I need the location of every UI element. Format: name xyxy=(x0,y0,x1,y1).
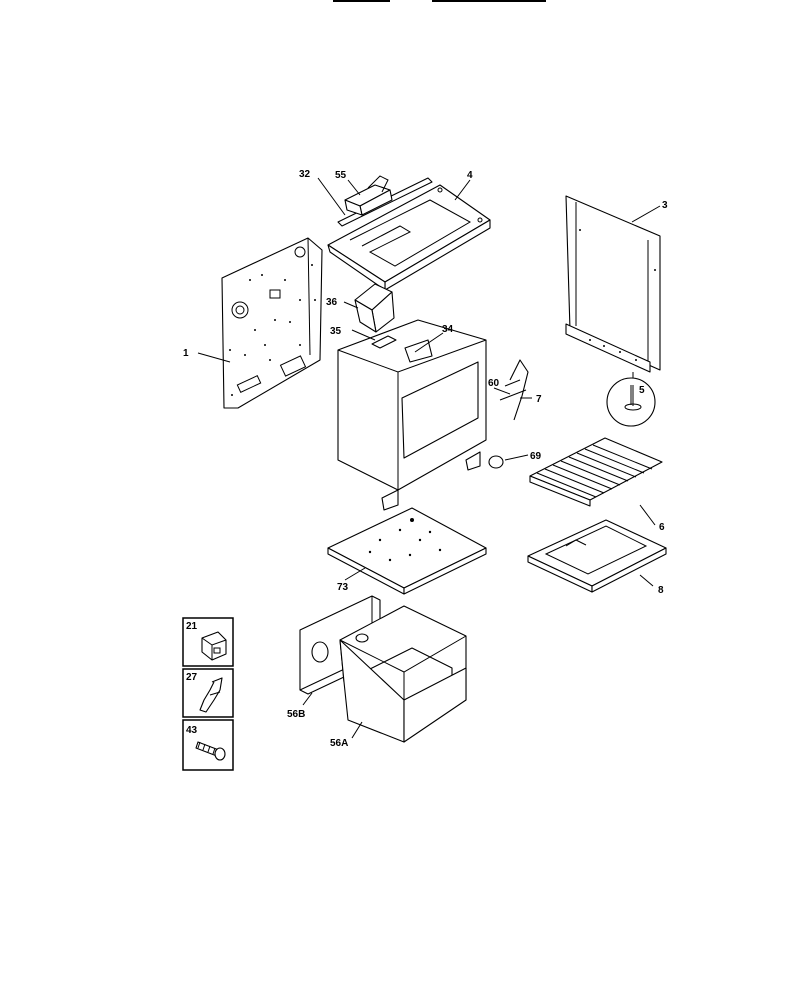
callout-56b: 56B xyxy=(287,709,305,720)
leader-56a xyxy=(351,721,363,739)
leader-60 xyxy=(493,387,511,395)
part-55-vent-duct xyxy=(344,175,393,216)
leader-73 xyxy=(344,567,366,581)
part-69-plug xyxy=(488,455,504,469)
callout-36: 36 xyxy=(326,297,338,308)
callout-69: 69 xyxy=(530,451,542,462)
hardware-box-43 xyxy=(182,719,234,771)
leader-1 xyxy=(197,352,231,363)
callout-4: 4 xyxy=(467,170,473,181)
part-60-7-bake-element xyxy=(499,359,529,421)
part-5-leveling-leg-detail xyxy=(606,377,656,427)
leader-36 xyxy=(343,301,359,309)
leader-32 xyxy=(317,177,346,216)
callout-55: 55 xyxy=(335,170,347,181)
callout-34: 34 xyxy=(442,324,454,335)
callout-7: 7 xyxy=(536,394,542,405)
callout-27: 27 xyxy=(186,672,198,683)
oven-body xyxy=(337,319,487,511)
leader-4 xyxy=(454,179,471,201)
hardware-box-21 xyxy=(182,617,234,667)
part-8-broiler-pan xyxy=(527,519,667,593)
callout-56a: 56A xyxy=(330,738,348,749)
part-35-vent-gasket xyxy=(371,335,397,349)
leader-6 xyxy=(639,504,656,526)
leader-3 xyxy=(631,205,661,223)
part-6-oven-rack xyxy=(529,437,663,507)
leader-35 xyxy=(351,329,376,341)
leader-56b xyxy=(302,692,313,706)
callout-6: 6 xyxy=(659,522,665,533)
part-4-top-frame xyxy=(327,184,491,291)
callout-21: 21 xyxy=(186,621,198,632)
callout-35: 35 xyxy=(330,326,342,337)
part-56a-lower-cover xyxy=(339,605,467,743)
part-1-back-panel xyxy=(221,237,323,409)
callout-60: 60 xyxy=(488,378,500,389)
part-3-side-panel xyxy=(565,195,661,373)
leader-34 xyxy=(414,332,444,353)
hardware-box-27 xyxy=(182,668,234,718)
leader-69 xyxy=(504,454,529,461)
leader-55 xyxy=(347,179,361,196)
callout-32: 32 xyxy=(299,169,311,180)
part-73-bottom-panel xyxy=(327,507,487,595)
callout-8: 8 xyxy=(658,585,664,596)
callout-73: 73 xyxy=(337,582,349,593)
part-36-oven-vent xyxy=(354,283,395,333)
leader-8 xyxy=(639,574,654,587)
callout-3: 3 xyxy=(662,200,668,211)
callout-5: 5 xyxy=(639,385,645,396)
callout-1: 1 xyxy=(183,348,189,359)
callout-43: 43 xyxy=(186,725,198,736)
